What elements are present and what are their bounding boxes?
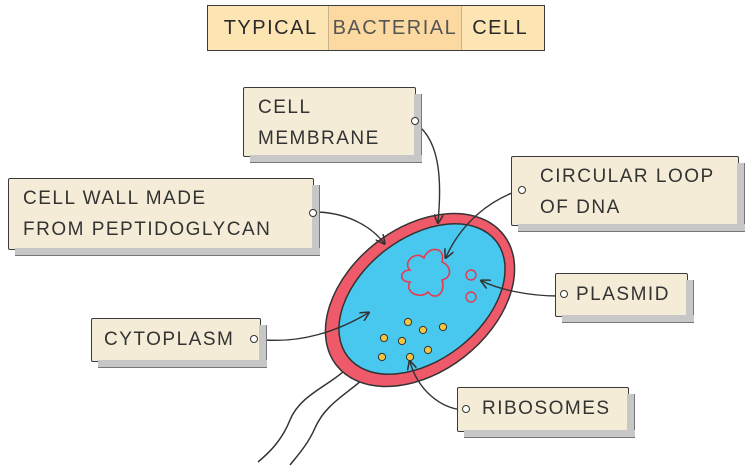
tag-shadow <box>518 224 745 232</box>
title-part-typical: TYPICAL <box>223 16 318 39</box>
ribosome <box>423 345 433 355</box>
arrow-cell-wall <box>313 211 384 243</box>
ribosome <box>397 336 407 346</box>
ribosome <box>379 333 389 343</box>
flagellum-1 <box>257 369 346 463</box>
cell-membrane-line-1: CELL <box>258 97 312 118</box>
plasmid-text: PLASMID <box>576 284 670 305</box>
tag-hole <box>411 117 419 125</box>
tag-shadow <box>98 360 267 368</box>
dna-line-2: OF DNA <box>540 197 621 218</box>
tag-shadow <box>312 185 320 256</box>
label-ribosomes: RIBOSOMES <box>457 387 635 438</box>
ribosomes <box>377 317 448 362</box>
tag-hole <box>518 186 526 194</box>
flagellum-2 <box>289 379 363 466</box>
tag-shadow <box>737 163 745 232</box>
tag-hole <box>309 209 317 217</box>
tag-shadow <box>414 94 422 163</box>
tag-shadow <box>464 430 635 438</box>
cell-membrane-line-2: MEMBRANE <box>258 128 380 149</box>
ribosomes-text: RIBOSOMES <box>482 398 611 419</box>
dna-line-1: CIRCULAR LOOP <box>540 166 715 187</box>
arrow-cytoplasm <box>255 313 368 342</box>
arrow-dna <box>446 189 521 257</box>
tag-hole <box>250 335 258 343</box>
label-cell-membrane: CELL MEMBRANE <box>243 87 422 163</box>
tag-shadow <box>250 155 422 163</box>
arrow-plasmid <box>482 281 559 297</box>
ribosome <box>438 322 448 332</box>
circular-dna <box>400 248 451 297</box>
label-cell-wall: CELL WALL MADE FROM PEPTIDOGLYCAN <box>8 178 320 256</box>
tag-hole <box>462 405 470 413</box>
ribosome <box>403 317 413 327</box>
tag-shadow <box>562 315 694 323</box>
tag-hole <box>560 290 568 298</box>
ribosome <box>377 352 387 362</box>
ribosome <box>405 352 415 362</box>
arrow-ribosomes <box>410 362 464 411</box>
label-cytoplasm: CYTOPLASM <box>91 318 267 368</box>
ribosome <box>418 325 428 335</box>
plasmid-2 <box>465 291 477 303</box>
cell-wall-line-1: CELL WALL MADE <box>23 188 207 209</box>
title-part-cell: CELL <box>472 16 529 39</box>
title-part-bacterial: BACTERIAL <box>327 6 463 50</box>
label-circular-dna: CIRCULAR LOOP OF DNA <box>511 156 745 232</box>
cell-wall-line-2: FROM PEPTIDOGLYCAN <box>23 219 272 240</box>
label-plasmid: PLASMID <box>555 273 694 323</box>
arrow-cell-membrane <box>414 122 440 222</box>
cytoplasm-text: CYTOPLASM <box>104 329 235 350</box>
diagram-title: TYPICAL BACTERIAL CELL <box>207 5 545 51</box>
plasmid-1 <box>465 269 477 281</box>
tag-shadow <box>15 248 320 256</box>
